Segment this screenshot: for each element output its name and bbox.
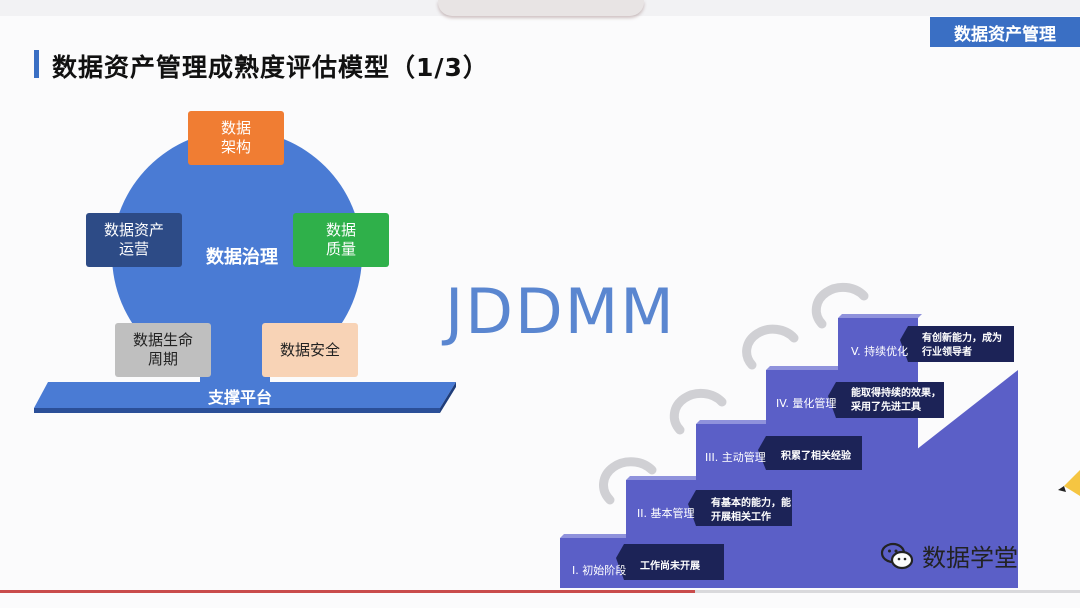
stage-3-desc: 积累了相关经验 [781,451,851,462]
box-label: 数据安全 [279,340,340,359]
model-name: JDDMM [445,275,676,348]
maturity-staircase [560,282,1018,588]
stage-1-label: I. 初始阶段 [572,564,627,577]
box-label: 数据 质量 [325,221,356,258]
stage-2-desc: 有基本的能力，能 开展相关工作 [711,498,791,523]
box-data-asset-operations: 数据资产 运营 [86,213,182,267]
title-accent-bar [34,50,39,78]
platform-shape [34,382,456,413]
pencil-icon [1058,470,1080,496]
box-data-quality: 数据 质量 [293,213,389,267]
watermark: 数据学堂 [880,538,1018,573]
stage-1-desc: 工作尚未开展 [640,561,700,572]
box-data-architecture: 数据 架构 [188,111,284,165]
watermark-text: 数据学堂 [922,544,1018,572]
stage-3-label: III. 主动管理 [705,451,766,464]
box-label: 数据资产 运营 [103,221,164,258]
stage-4-desc: 能取得持续的效果， 采用了先进工具 [851,388,941,413]
box-label: 数据生命 周期 [132,331,193,368]
bottom-progress-line [0,590,695,593]
governance-center-label: 数据治理 [206,247,278,268]
stage-4-label: IV. 量化管理 [776,397,837,410]
section-tag: 数据资产管理 [930,17,1080,47]
top-handle [438,0,644,16]
stage-5-desc: 有创新能力，成为 行业领导者 [922,333,1002,358]
page-title: 数据资产管理成熟度评估模型（1/3） [52,53,489,82]
circle-base [200,350,270,384]
stage-2-label: II. 基本管理 [637,507,695,520]
box-data-security: 数据安全 [262,323,358,377]
box-data-lifecycle: 数据生命 周期 [115,323,211,377]
stage-5-label: V. 持续优化 [851,345,909,358]
box-label: 数据 架构 [220,119,251,156]
wechat-icon [880,542,914,569]
platform-label: 支撑平台 [207,388,272,407]
